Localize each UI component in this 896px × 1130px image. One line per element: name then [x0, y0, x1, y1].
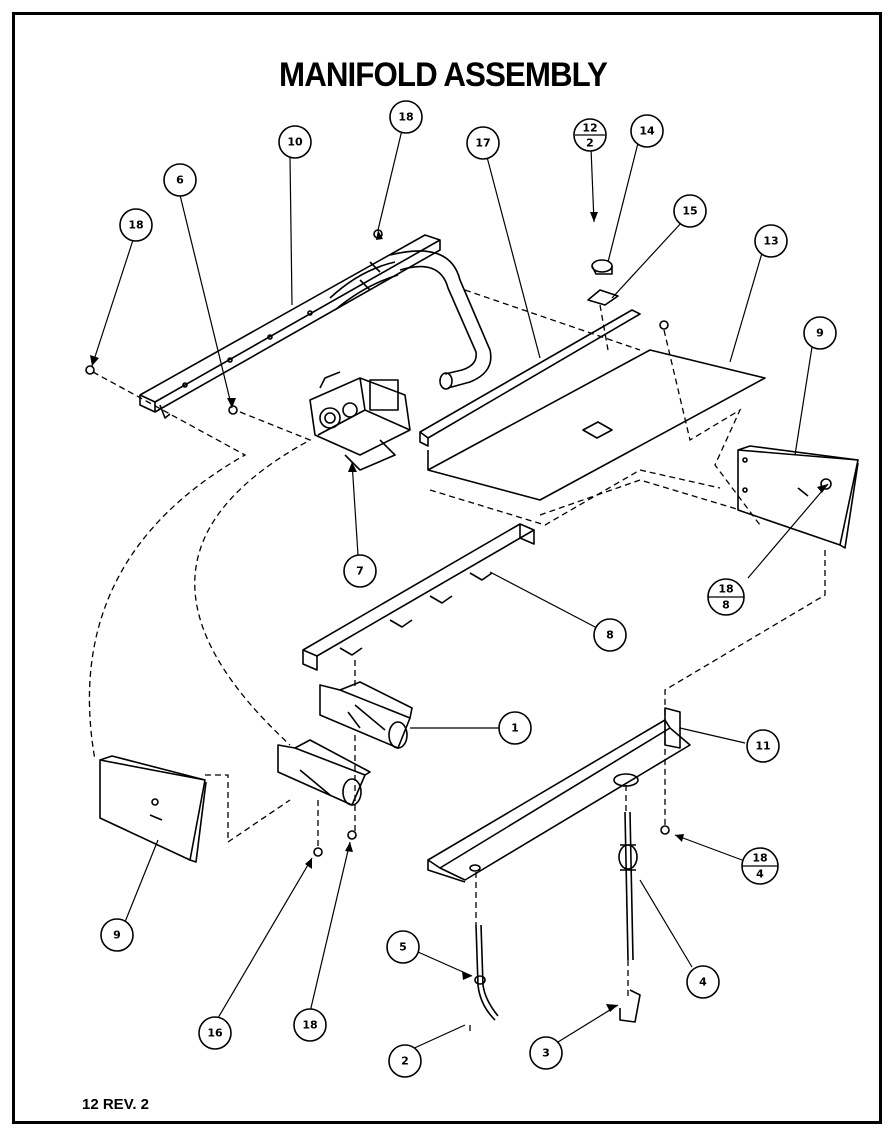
part-manifold-bracket [139, 234, 441, 419]
callout-6: 6 [163, 163, 197, 197]
svg-text:10: 10 [287, 136, 303, 149]
callout-17: 17 [466, 126, 500, 160]
svg-text:2: 2 [586, 137, 594, 150]
diagram-title: MANIFOLD ASSEMBLY [279, 56, 608, 94]
callout-18-upper-left: 18 [119, 208, 153, 242]
part-mounting-plate [419, 309, 766, 501]
svg-text:4: 4 [699, 976, 707, 989]
svg-text:3: 3 [542, 1047, 550, 1060]
svg-text:9: 9 [113, 929, 121, 942]
svg-text:8: 8 [606, 629, 614, 642]
callout-9-left: 9 [100, 918, 134, 952]
callout-11: 11 [746, 729, 780, 763]
svg-text:1: 1 [511, 722, 519, 735]
part-burner-pan [427, 707, 691, 883]
callout-10: 10 [278, 125, 312, 159]
svg-text:18: 18 [128, 219, 143, 232]
svg-text:5: 5 [399, 941, 407, 954]
part-thermocouple [474, 924, 499, 1021]
callout-13: 13 [754, 224, 788, 258]
svg-text:11: 11 [755, 740, 770, 753]
revision-label: 12 REV. 2 [82, 1096, 149, 1113]
svg-text:18: 18 [718, 583, 733, 596]
svg-text:2: 2 [401, 1055, 409, 1068]
callout-18-top: 18 [389, 100, 423, 134]
callout-2: 2 [388, 1044, 422, 1078]
svg-text:18: 18 [398, 111, 413, 124]
svg-text:4: 4 [756, 868, 764, 881]
part-clip [619, 989, 641, 1023]
callout-18-over-8: 18 8 [707, 578, 745, 616]
part-screws [228, 405, 670, 857]
leader-lines [91, 129, 829, 1051]
svg-text:14: 14 [639, 125, 655, 138]
callout-1: 1 [498, 711, 532, 745]
callout-8: 8 [593, 618, 627, 652]
callout-7: 7 [343, 554, 377, 588]
drawing-border [12, 12, 882, 1124]
svg-text:7: 7 [356, 565, 364, 578]
part-side-bracket-right [737, 445, 859, 549]
part-burner-upper [319, 681, 413, 749]
part-igniter [618, 811, 638, 961]
callout-5: 5 [386, 930, 420, 964]
svg-text:6: 6 [176, 174, 184, 187]
svg-text:8: 8 [722, 599, 730, 612]
callout-18-over-4: 18 4 [741, 847, 779, 885]
svg-text:13: 13 [763, 235, 778, 248]
svg-text:16: 16 [207, 1027, 223, 1040]
assembly-guide-lines [88, 289, 826, 1035]
callout-3: 3 [529, 1036, 563, 1070]
callout-14: 14 [630, 114, 664, 148]
part-gas-pipe [329, 250, 492, 390]
callout-9-right: 9 [803, 316, 837, 350]
callout-4: 4 [686, 965, 720, 999]
part-fittings [85, 229, 669, 375]
callout-16: 16 [198, 1016, 232, 1050]
leader-arrowheads [90, 212, 828, 1012]
part-side-bracket-left [99, 755, 207, 863]
svg-text:18: 18 [752, 852, 767, 865]
svg-text:18: 18 [302, 1019, 317, 1032]
callout-15: 15 [673, 194, 707, 228]
callout-18-bottom: 18 [293, 1008, 327, 1042]
svg-text:12: 12 [582, 122, 597, 135]
callout-12-over-2: 12 2 [573, 118, 607, 152]
svg-text:15: 15 [682, 205, 697, 218]
part-burner-lower [277, 739, 371, 806]
svg-text:9: 9 [816, 327, 824, 340]
svg-text:17: 17 [475, 137, 490, 150]
part-burner-rail [302, 523, 535, 671]
part-gas-valve [309, 371, 411, 471]
